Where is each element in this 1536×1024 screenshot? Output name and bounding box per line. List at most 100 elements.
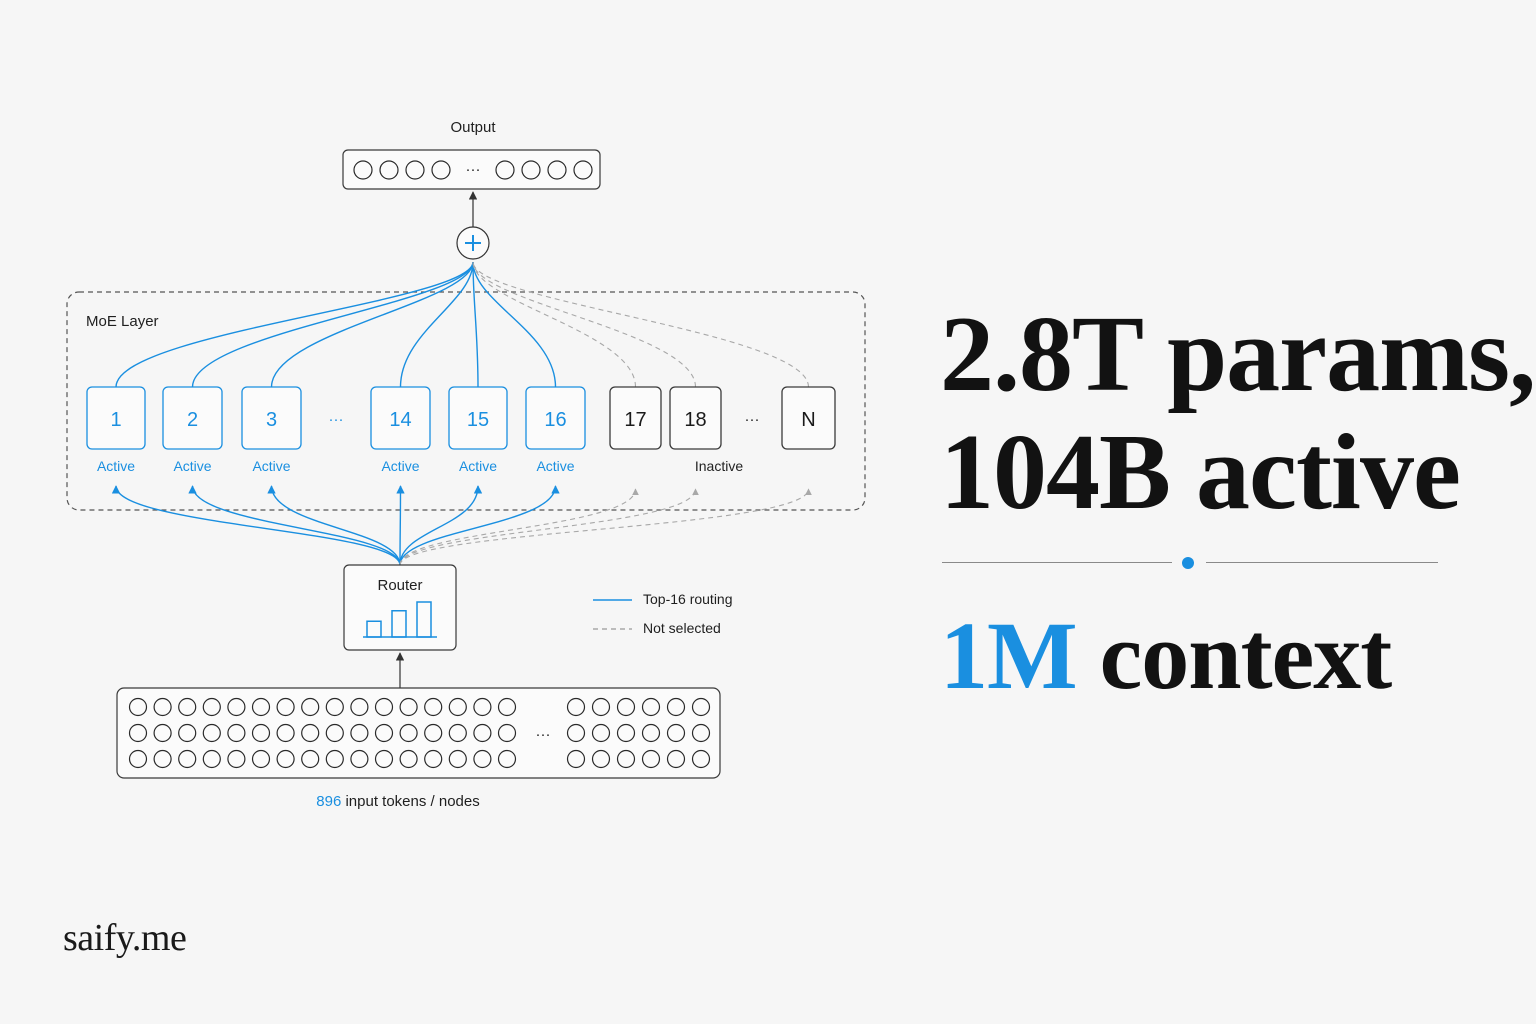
expert-box-1 [86,386,146,450]
router-to-expert-line [399,485,560,566]
active-route-line [472,261,479,388]
divider-right [1206,562,1438,563]
input-token-node [251,749,271,769]
expert-label-2: 2 [187,409,198,431]
input-token-node [128,697,148,717]
moe-layer-container [66,291,866,511]
input-token-node [276,697,295,717]
input-token-node [374,697,394,717]
input-token-node [691,697,711,717]
input-token-node [616,749,636,769]
expert-box-17 [609,386,662,450]
output-layer-box [342,149,601,190]
input-token-node [424,697,443,717]
router-to-expert-line [111,485,401,566]
divider-dot [1182,557,1194,569]
router-bar-chart-icon [363,601,437,638]
input-token-node [591,723,611,743]
input-token-node [399,749,418,769]
input-token-node [473,723,492,743]
input-token-node [227,749,246,769]
router-unselected-line [399,488,699,566]
expert-box-18 [669,386,722,450]
input-token-node [178,697,197,717]
active-route-line [191,261,474,388]
expert-box-15 [448,386,508,450]
input-token-node [666,749,686,769]
expert-box-2 [162,386,223,450]
output-label: Output [450,119,496,136]
inactive-route-line [472,261,637,388]
expert-group: 1Active2Active3Active14Active15Active16A… [86,386,836,474]
input-token-node [616,697,636,717]
input-token-node [641,749,661,769]
expert-status-3: Active [252,458,290,474]
input-token-node [178,723,197,743]
input-token-node [448,723,467,743]
input-caption: 896 input tokens / nodes [316,793,479,810]
input-token-node [153,697,172,717]
expert-label-15: 15 [467,409,489,431]
input-token-node [202,749,221,769]
input-token-node [399,697,418,717]
brand-logo[interactable]: saify.me [63,917,187,959]
experts-ellipsis-active: ··· [329,411,344,428]
expert-label-14: 14 [389,409,411,431]
expert-status-1: Active [97,458,135,474]
input-token-node [591,749,611,769]
experts-ellipsis-inactive: ··· [745,411,760,428]
input-token-node [325,697,344,717]
input-tokens-box [116,687,721,779]
input-token-node [448,749,467,769]
input-token-node [276,723,295,743]
active-route-line [270,261,474,388]
input-caption-text: input tokens / nodes [341,793,479,810]
expert-label-n: N [801,409,815,431]
input-count: 896 [316,793,341,810]
output-node [379,160,399,180]
router-box [343,564,457,651]
input-token-node [251,697,271,717]
context-size: 1M [940,602,1078,709]
input-token-node [616,723,636,743]
input-token-node [374,723,394,743]
inactive-route-line [472,261,810,388]
input-token-node [128,723,148,743]
expert-label-1: 1 [110,409,121,431]
expert-label-3: 3 [266,409,277,431]
input-token-node [301,749,320,769]
router-to-expert-line [399,485,483,566]
input-token-node [374,749,394,769]
router-label: Router [377,577,422,594]
input-token-node [566,697,586,717]
input-token-node [153,749,172,769]
input-token-node [227,697,246,717]
input-token-node [301,723,320,743]
expert-box-16 [525,386,586,450]
legend-not-selected-label: Not selected [643,620,721,636]
input-token-node [350,749,369,769]
moe-layer-label: MoE Layer [86,313,159,330]
input-token-node [251,723,271,743]
input-token-node [666,697,686,717]
input-token-node [178,749,197,769]
output-nodes [353,160,593,180]
expert-label-17: 17 [624,409,646,431]
output-node [521,160,541,180]
input-token-node [473,749,492,769]
expert-box-3 [241,386,302,450]
output-node [405,160,425,180]
input-token-node [325,723,344,743]
expert-status-2: Active [173,458,211,474]
input-token-node [227,723,246,743]
input-token-node [497,749,517,769]
input-token-node [497,723,517,743]
output-node [353,160,373,180]
router-to-expert-line [188,485,401,566]
output-node [495,160,515,180]
input-token-node [424,749,443,769]
expert-label-16: 16 [544,409,566,431]
expert-status-14: Active [381,458,419,474]
input-token-node [202,697,221,717]
